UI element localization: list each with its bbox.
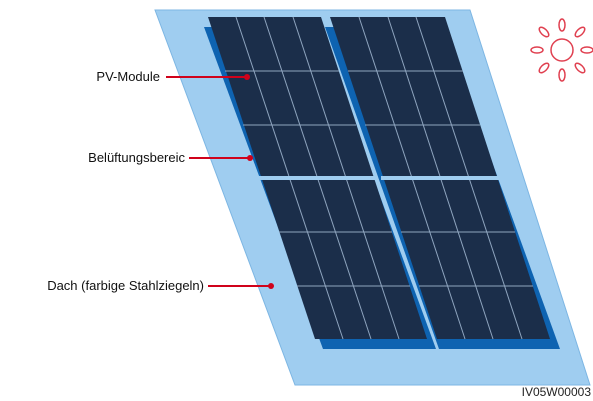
callout-ventilation-area: Belüftungsbereic	[88, 150, 253, 165]
callout-dot	[247, 155, 253, 161]
label-pv-modules: PV-Module	[96, 69, 160, 84]
figure-code: IV05W00003	[522, 385, 592, 399]
callout-dot	[268, 283, 274, 289]
callout-dot	[244, 74, 250, 80]
label-roof: Dach (farbige Stahlziegeln)	[47, 278, 204, 293]
pv-module-left	[204, 16, 436, 349]
pv-module-right	[325, 16, 560, 349]
sun-icon	[530, 18, 593, 82]
callout-roof: Dach (farbige Stahlziegeln)	[47, 278, 274, 293]
callout-pv-modules: PV-Module	[96, 69, 250, 84]
label-ventilation-area: Belüftungsbereic	[88, 150, 185, 165]
